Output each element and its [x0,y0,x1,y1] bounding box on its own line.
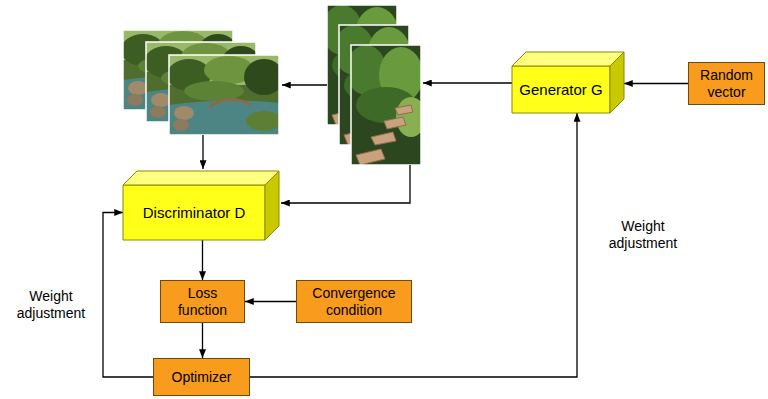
node-text: Random vector [694,67,759,99]
box-top [512,52,624,66]
connector-arrow [103,213,153,378]
image-flow-arrows [203,83,512,203]
node-label: Random vector [689,63,764,104]
connector-arrow [202,323,203,358]
process-box: Loss function [160,280,245,323]
node-text: Optimizer [159,369,244,385]
box-front [512,66,610,113]
generator-block: Generator G [512,52,624,113]
node-label: Generator G [512,66,610,113]
node-label: Convergence condition [297,281,411,322]
connector-arrow [245,301,296,302]
image-flow-arrow [282,84,327,85]
generated-image-stack [322,5,426,165]
real-image-stack [121,30,284,135]
box-side [610,52,624,113]
box-side [265,171,279,240]
box-top [123,171,279,185]
generator-output-arrow [423,82,512,83]
discriminator-block: Discriminator D [123,171,279,240]
connector-arrow [202,240,203,280]
edge-label: Weight adjustment [5,288,97,322]
edge-label: Weight adjustment [588,218,698,252]
node-text: Discriminator D [128,204,260,221]
process-box: Optimizer [153,358,250,396]
box-outline [123,171,279,240]
node-text: Loss function [166,285,239,317]
input-box: Random vector [688,62,765,105]
node-label: Discriminator D [123,185,265,240]
node-label: Loss function [161,281,244,322]
box-outline [512,52,624,113]
node-text: Generator G [517,81,605,98]
generated-image-arrow [281,165,410,203]
connector-arrow [624,83,688,84]
real-image-arrow [202,135,203,169]
node-text: Convergence condition [302,285,406,317]
box-front [123,185,265,240]
node-label: Optimizer [154,359,249,395]
condition-box: Convergence condition [296,280,412,323]
connector-arrow [250,113,577,377]
